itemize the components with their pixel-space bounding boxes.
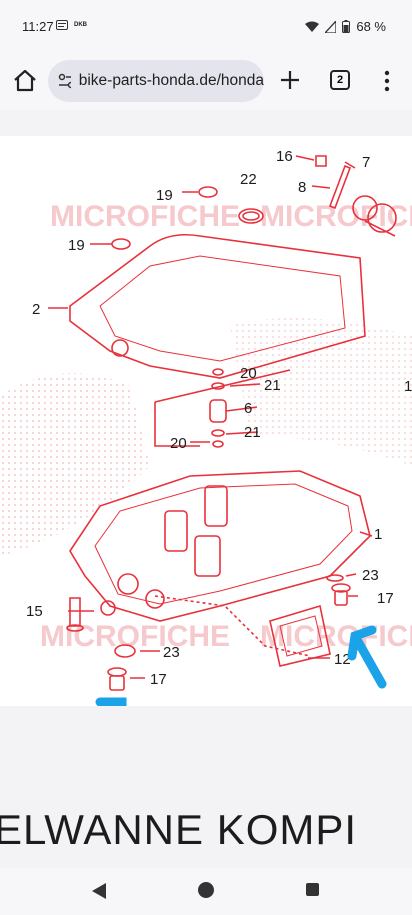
- site-settings-icon[interactable]: [58, 73, 71, 89]
- status-time: 11:27: [22, 19, 54, 34]
- recent-apps-icon[interactable]: [306, 883, 319, 896]
- part-label[interactable]: 1: [374, 526, 382, 543]
- part-label[interactable]: 20: [240, 365, 257, 382]
- status-small-label: DKB: [74, 22, 87, 28]
- signal-icon: [325, 20, 337, 33]
- more-menu-icon[interactable]: [380, 68, 394, 94]
- part-label[interactable]: 2: [32, 301, 40, 318]
- part-label[interactable]: 8: [298, 179, 306, 196]
- message-icon: [56, 20, 68, 30]
- battery-icon: [342, 20, 351, 33]
- part-label[interactable]: 20: [170, 435, 187, 452]
- tab-switcher-button[interactable]: 2: [330, 70, 350, 90]
- part-label[interactable]: 12: [334, 651, 351, 668]
- back-icon[interactable]: [92, 883, 106, 899]
- home-icon[interactable]: [12, 68, 38, 94]
- parts-diagram[interactable]: MICROFICHE MICROFICHE MICROFICHE MICROFI…: [0, 136, 412, 706]
- part-label[interactable]: 21: [244, 424, 261, 441]
- part-label[interactable]: 15: [26, 603, 43, 620]
- battery-percent: 68 %: [356, 19, 386, 34]
- page-heading: ELWANNE KOMPI: [0, 806, 358, 853]
- part-label[interactable]: 1: [404, 378, 412, 395]
- arrow-icon: [95, 697, 127, 706]
- url-text[interactable]: bike-parts-honda.de/honda: [78, 72, 264, 89]
- system-nav-bar: [0, 868, 412, 915]
- part-label[interactable]: 17: [377, 590, 394, 607]
- annotation-arrows: [95, 625, 387, 706]
- new-tab-icon[interactable]: [278, 68, 302, 92]
- arrow-icon: [347, 625, 387, 689]
- part-label[interactable]: 6: [244, 400, 252, 417]
- page-content: MICROFICHE MICROFICHE MICROFICHE MICROFI…: [0, 110, 412, 868]
- part-label[interactable]: 23: [362, 567, 379, 584]
- part-label[interactable]: 21: [264, 377, 281, 394]
- address-bar[interactable]: bike-parts-honda.de/honda: [48, 60, 264, 102]
- part-label[interactable]: 17: [150, 671, 167, 688]
- watermark-text: MICROFICHE: [40, 620, 230, 653]
- parts-diagram-drawing: MICROFICHE MICROFICHE MICROFICHE MICROFI…: [0, 148, 412, 706]
- status-bar: 11:27 DKB 68 %: [0, 0, 412, 52]
- wifi-icon: [305, 21, 320, 32]
- home-button-icon[interactable]: [198, 882, 214, 898]
- part-label[interactable]: 22: [240, 171, 257, 188]
- part-label[interactable]: 23: [163, 644, 180, 661]
- part-label[interactable]: 19: [68, 237, 85, 254]
- browser-toolbar: bike-parts-honda.de/honda 2: [0, 52, 412, 110]
- part-label[interactable]: 16: [276, 148, 293, 165]
- watermark-text: MICROFICHE: [50, 200, 240, 233]
- part-label[interactable]: 19: [156, 187, 173, 204]
- part-label[interactable]: 7: [362, 154, 370, 171]
- part-number-labels: 16 7 8 19 22 19 2 20 21 6 21 20 1 23 15 …: [26, 148, 412, 688]
